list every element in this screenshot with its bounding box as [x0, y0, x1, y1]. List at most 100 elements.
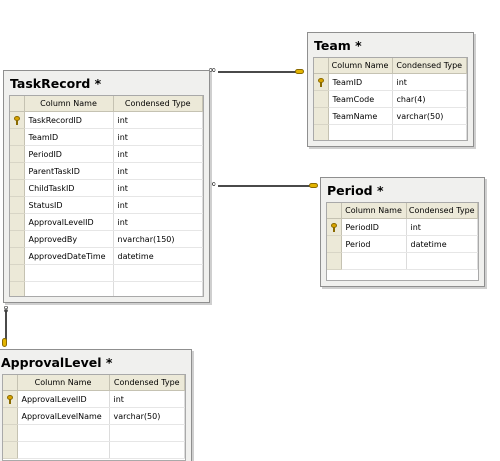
- column-type-cell[interactable]: datetime: [113, 247, 203, 265]
- column-type-cell[interactable]: char(4): [392, 90, 467, 108]
- empty-row[interactable]: [3, 424, 185, 442]
- column-name-cell[interactable]: PeriodID: [341, 218, 407, 236]
- empty-row[interactable]: [10, 281, 203, 296]
- row-selector[interactable]: [327, 235, 342, 253]
- column-name-cell[interactable]: TaskRecordID: [24, 111, 114, 129]
- column-name-cell[interactable]: ApprovalLevelID: [24, 213, 114, 231]
- row-selector[interactable]: [10, 196, 25, 214]
- column-type-cell[interactable]: [392, 124, 467, 140]
- column-type-cell[interactable]: int: [113, 145, 203, 163]
- row-selector[interactable]: [10, 111, 25, 129]
- column-name-cell[interactable]: [17, 441, 110, 459]
- row-selector[interactable]: [10, 281, 25, 296]
- row-selector[interactable]: [10, 213, 25, 231]
- column-type-cell[interactable]: int: [113, 196, 203, 214]
- table-team[interactable]: Team * Column Name Condensed Type TeamID…: [307, 32, 474, 147]
- column-type-cell[interactable]: varchar(50): [109, 407, 185, 425]
- row-selector[interactable]: [10, 145, 25, 163]
- column-name-cell[interactable]: [341, 252, 407, 270]
- table-approvallevel[interactable]: ApprovalLevel * Column Name Condensed Ty…: [0, 349, 192, 461]
- column-name-cell[interactable]: [24, 281, 114, 296]
- column-type-cell[interactable]: [113, 264, 203, 282]
- column-name-cell[interactable]: ParentTaskID: [24, 162, 114, 180]
- column-name-cell[interactable]: ApprovalLevelName: [17, 407, 110, 425]
- column-type-cell[interactable]: [109, 441, 185, 459]
- row-selector[interactable]: [3, 441, 18, 459]
- key-icon: [330, 222, 337, 232]
- row-selector[interactable]: [10, 128, 25, 146]
- column-name-cell[interactable]: ChildTaskID: [24, 179, 114, 197]
- row-selector[interactable]: [10, 264, 25, 282]
- column-type-cell[interactable]: int: [113, 213, 203, 231]
- column-name-cell[interactable]: ApprovedDateTime: [24, 247, 114, 265]
- row-selector[interactable]: [10, 162, 25, 180]
- row-selector[interactable]: [314, 90, 329, 108]
- column-type-cell[interactable]: datetime: [406, 235, 478, 253]
- column-name-cell[interactable]: TeamID: [328, 73, 393, 91]
- column-name-cell[interactable]: TeamName: [328, 107, 393, 125]
- column-type-cell[interactable]: int: [113, 128, 203, 146]
- column-grid: Column Name Condensed Type ApprovalLevel…: [2, 374, 186, 461]
- row-selector[interactable]: [3, 390, 18, 408]
- row-selector[interactable]: [327, 252, 342, 270]
- column-name-cell[interactable]: TeamID: [24, 128, 114, 146]
- column-type-cell[interactable]: [109, 424, 185, 442]
- condensed-type-header: Condensed Type: [109, 375, 185, 391]
- column-type-cell[interactable]: int: [113, 162, 203, 180]
- table-taskrecord[interactable]: TaskRecord * Column Name Condensed Type …: [3, 70, 210, 303]
- column-type-cell[interactable]: int: [113, 111, 203, 129]
- column-name-cell[interactable]: ApprovedBy: [24, 230, 114, 248]
- column-type-cell[interactable]: int: [113, 179, 203, 197]
- row-selector[interactable]: [3, 424, 18, 442]
- row-selector[interactable]: [10, 179, 25, 197]
- column-type-cell[interactable]: int: [109, 390, 185, 408]
- column-name-cell[interactable]: Period: [341, 235, 407, 253]
- row-selector[interactable]: [3, 407, 18, 425]
- relationship-line-approval-level[interactable]: [5, 310, 7, 340]
- empty-row[interactable]: [327, 252, 478, 270]
- row-selector-header: [10, 96, 25, 112]
- relationship-line-team[interactable]: [218, 71, 296, 73]
- column-name-cell[interactable]: PeriodID: [24, 145, 114, 163]
- column-name-cell[interactable]: TeamCode: [328, 90, 393, 108]
- column-type-cell[interactable]: varchar(50): [392, 107, 467, 125]
- column-name-cell[interactable]: [17, 424, 110, 442]
- row-selector[interactable]: [327, 218, 342, 236]
- column-type-cell[interactable]: nvarchar(150): [113, 230, 203, 248]
- column-type-cell[interactable]: [406, 252, 478, 270]
- table-period[interactable]: Period * Column Name Condensed Type Peri…: [320, 177, 485, 287]
- row-selector[interactable]: [10, 247, 25, 265]
- column-name-cell[interactable]: ApprovalLevelID: [17, 390, 110, 408]
- column-type-cell[interactable]: [113, 281, 203, 296]
- row-selector[interactable]: [10, 230, 25, 248]
- column-name-cell[interactable]: StatusID: [24, 196, 114, 214]
- empty-row[interactable]: [314, 124, 467, 140]
- column-name-cell[interactable]: [328, 124, 393, 140]
- empty-row[interactable]: [3, 441, 185, 459]
- empty-row[interactable]: [10, 264, 203, 282]
- row-selector[interactable]: [314, 107, 329, 125]
- row-selector[interactable]: [314, 124, 329, 140]
- column-type-cell[interactable]: int: [406, 218, 478, 236]
- column-type-cell[interactable]: int: [392, 73, 467, 91]
- column-name-cell[interactable]: [24, 264, 114, 282]
- relationship-line-period[interactable]: [218, 185, 310, 187]
- row-selector[interactable]: [314, 73, 329, 91]
